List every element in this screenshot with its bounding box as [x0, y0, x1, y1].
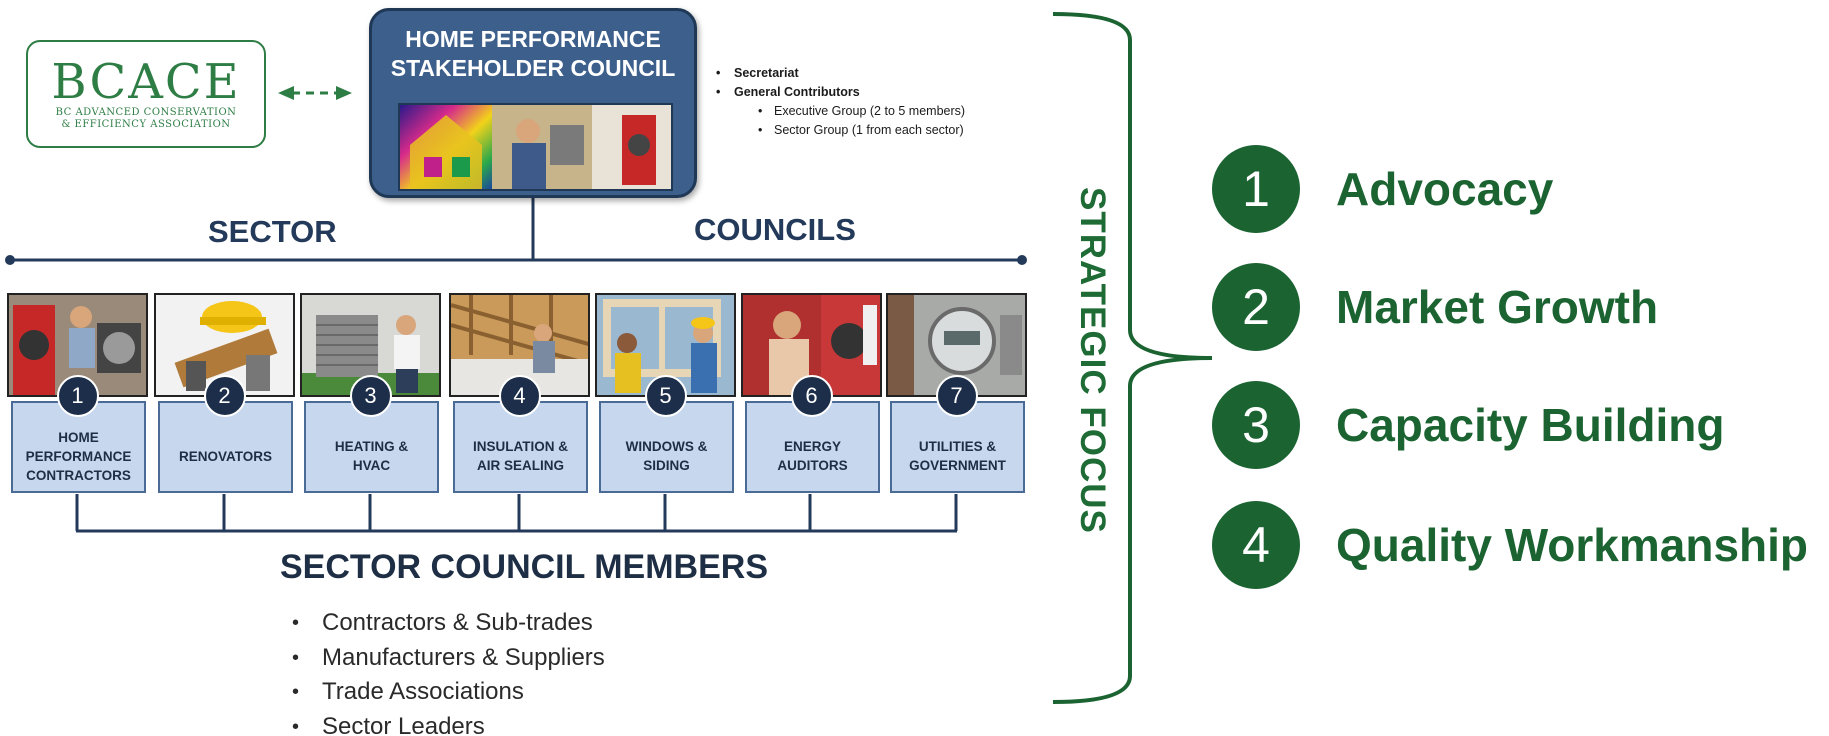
members-item-4: Sector Leaders — [292, 710, 605, 736]
sector-label-1-line-3: CONTRACTORS — [26, 467, 131, 483]
council-notes: Secretariat General Contributors Executi… — [712, 64, 965, 140]
logo-line-1: BC ADVANCED CONSERVATION — [55, 107, 237, 118]
sector-label-4-line-1: INSULATION & — [473, 439, 568, 454]
members-item-2: Manufacturers & Suppliers — [292, 641, 605, 676]
sector-photo-4 — [449, 293, 590, 397]
sector-label-5-line-1: WINDOWS & — [625, 439, 708, 454]
focus-item-3: 3 Capacity Building — [1212, 380, 1724, 470]
sector-label-3-line-2: HVAC — [352, 458, 391, 473]
bcace-logo: BCACE BC ADVANCED CONSERVATION & EFFICIE… — [26, 40, 266, 148]
sector-heading: SECTOR — [208, 214, 337, 249]
focus-number-3: 3 — [1212, 381, 1300, 469]
notes-general-contributors: General Contributors — [712, 83, 965, 102]
notes-executive-group: Executive Group (2 to 5 members) — [712, 102, 965, 121]
notes-sector-group: Sector Group (1 from each sector) — [712, 121, 965, 140]
focus-number-2: 2 — [1212, 263, 1300, 351]
sector-card-6: ENERGY AUDITORS 6 — [741, 293, 882, 494]
members-bracket — [75, 494, 958, 533]
council-title: HOME PERFORMANCE STAKEHOLDER COUNCIL — [372, 25, 694, 83]
focus-label-2: Market Growth — [1336, 281, 1659, 333]
members-item-1: Contractors & Sub-trades — [292, 606, 605, 641]
sector-number-5: 5 — [644, 375, 687, 417]
sector-number-3: 3 — [349, 375, 392, 417]
focus-label-3: Capacity Building — [1336, 399, 1725, 451]
sector-number-7: 7 — [935, 375, 978, 417]
sector-photo-5 — [595, 293, 736, 397]
sector-photo-7 — [886, 293, 1027, 397]
sector-label-6-line-2: AUDITORS — [777, 458, 848, 473]
focus-label-1: Advocacy — [1336, 163, 1554, 215]
strategic-brace — [1052, 12, 1213, 704]
sector-label-4-line-2: AIR SEALING — [476, 458, 564, 473]
sector-number-4: 4 — [498, 375, 541, 417]
logo-acronym: BCACE — [51, 54, 241, 110]
sector-card-2: RENOVATORS 2 — [154, 293, 295, 494]
stakeholder-council-box: HOME PERFORMANCE STAKEHOLDER COUNCIL — [369, 8, 697, 198]
focus-item-2: 2 Market Growth — [1212, 262, 1658, 352]
strategic-focus-label: STRATEGIC FOCUS — [1070, 170, 1114, 550]
sector-card-3: HEATING & HVAC 3 — [300, 293, 441, 494]
members-title: SECTOR COUNCIL MEMBERS — [280, 548, 769, 586]
notes-secretariat: Secretariat — [712, 64, 965, 83]
sector-number-2: 2 — [203, 375, 246, 417]
sector-number-6: 6 — [790, 375, 833, 417]
focus-number-1: 1 — [1212, 145, 1300, 233]
sector-label-1-line-1: HOME — [58, 429, 99, 445]
sector-label-7-line-1: UTILITIES & — [918, 439, 997, 454]
sector-card-5: WINDOWS & SIDING 5 — [595, 293, 736, 494]
strategic-focus-text: STRATEGIC FOCUS — [1073, 186, 1112, 534]
sector-card-1: HOME PERFORMANCE CONTRACTORS 1 — [7, 293, 148, 494]
focus-number-4: 4 — [1212, 501, 1300, 589]
logo-line-2: & EFFICIENCY ASSOCIATION — [61, 119, 231, 130]
sector-label-4: INSULATION & AIR SEALING — [453, 401, 588, 493]
double-arrow-icon — [278, 86, 352, 100]
council-photo — [398, 103, 673, 191]
sector-number-1: 1 — [56, 375, 99, 417]
sector-label-1: HOME PERFORMANCE CONTRACTORS — [11, 401, 146, 493]
focus-item-4: 4 Quality Workmanship — [1212, 500, 1808, 590]
sector-label-5-line-2: SIDING — [643, 458, 690, 473]
focus-item-1: 1 Advocacy — [1212, 144, 1553, 234]
focus-label-4: Quality Workmanship — [1336, 519, 1809, 571]
sector-label-2-line-1: RENOVATORS — [178, 448, 272, 464]
council-title-line-1: HOME PERFORMANCE — [405, 26, 661, 52]
sector-label-3-line-1: HEATING & — [334, 439, 409, 454]
council-title-line-2: STAKEHOLDER COUNCIL — [390, 55, 676, 81]
sector-label-6-line-1: ENERGY — [783, 439, 841, 454]
councils-heading: COUNCILS — [694, 212, 856, 247]
sector-card-7: UTILITIES & GOVERNMENT 7 — [886, 293, 1027, 494]
sector-card-4: INSULATION & AIR SEALING 4 — [449, 293, 590, 494]
members-item-3: Trade Associations — [292, 675, 605, 710]
sector-label-1-line-2: PERFORMANCE — [25, 448, 132, 464]
sector-label-7-line-2: GOVERNMENT — [909, 458, 1006, 473]
members-list: Contractors & Sub-trades Manufacturers &… — [292, 606, 605, 736]
